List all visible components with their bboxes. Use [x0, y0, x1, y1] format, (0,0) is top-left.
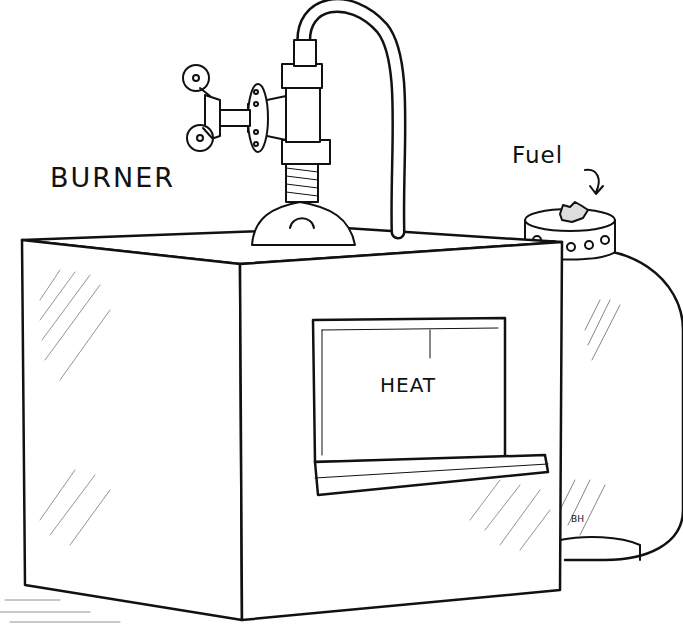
burner [183, 40, 355, 245]
part-name: BURNER [50, 162, 175, 193]
tank-hatching [560, 300, 620, 535]
window-label: HEAT [380, 373, 436, 397]
tank-foot [560, 537, 640, 560]
part-name: Fuel [512, 142, 563, 168]
signature: BH [571, 514, 584, 524]
box-side [240, 242, 562, 620]
box-hatching [0, 270, 550, 622]
tank-body [560, 249, 683, 560]
heat-window: HEAT [313, 322, 503, 447]
pointer-arrow [585, 170, 603, 194]
window [313, 318, 548, 495]
box-front [22, 240, 242, 620]
